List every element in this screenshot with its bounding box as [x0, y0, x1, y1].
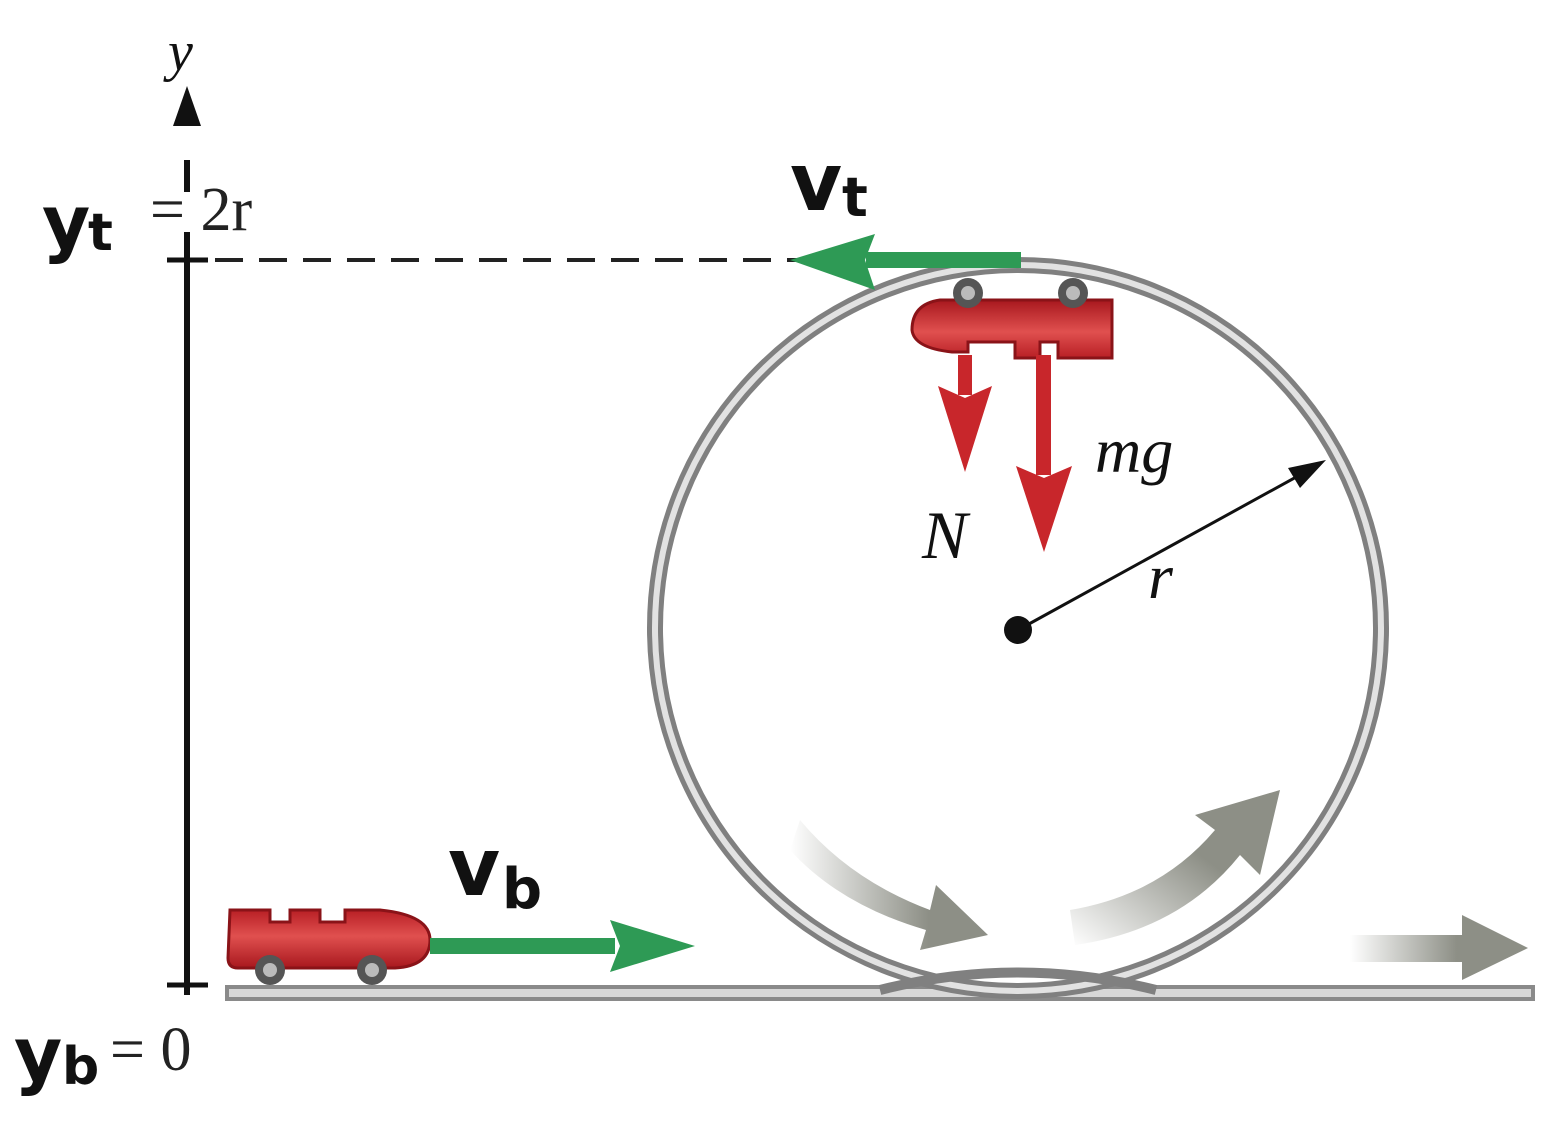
radius-arrow-icon — [1288, 460, 1326, 488]
y-bottom-sub: b — [62, 1037, 99, 1097]
bottom-car — [226, 908, 432, 985]
y-top-sub: t — [88, 203, 113, 263]
v-top-sub: t — [842, 166, 868, 229]
v-top-label: v t — [790, 136, 868, 229]
radius-label: r — [1148, 541, 1174, 612]
ground-track — [225, 985, 1535, 1001]
y-top-label: y t = 2r — [42, 176, 252, 266]
wheel-icon — [255, 955, 285, 985]
velocity-top-arrow — [790, 234, 1021, 290]
y-bottom-value: = 0 — [110, 1016, 191, 1084]
radius — [1004, 460, 1326, 644]
velocity-bottom-arrow-icon — [610, 920, 695, 972]
motion-arrow-icon — [1070, 790, 1280, 945]
wheel-icon — [357, 955, 387, 985]
y-axis-label: y — [163, 21, 193, 83]
weight-force-arrow-icon — [1016, 466, 1072, 552]
normal-force-arrow — [938, 355, 992, 472]
motion-arrow-icon — [790, 820, 988, 950]
wheel-icon — [1058, 278, 1088, 308]
motion-arrow-icon — [1350, 915, 1528, 980]
y-bottom-name: y — [14, 1012, 62, 1098]
y-axis-arrow-icon — [173, 86, 201, 126]
y-top-value: = 2r — [150, 176, 252, 244]
v-bottom-name: v — [448, 821, 500, 914]
weight-force-arrow — [1016, 355, 1072, 552]
motion-arrows — [790, 790, 1528, 980]
y-bottom-label: y b = 0 — [14, 1012, 191, 1098]
center-point — [1004, 616, 1032, 644]
y-axis — [167, 86, 208, 995]
v-bottom-sub: b — [502, 857, 542, 922]
normal-force-label: N — [921, 497, 971, 573]
y-top-name: y — [42, 180, 90, 266]
velocity-bottom-arrow — [430, 920, 695, 972]
normal-force-arrow-icon — [938, 386, 992, 472]
weight-label: mg — [1095, 415, 1173, 486]
v-top-name: v — [790, 136, 842, 229]
v-bottom-label: v b — [448, 821, 542, 922]
top-car — [910, 278, 1114, 360]
wheel-icon — [953, 278, 983, 308]
velocity-top-arrow-icon — [790, 234, 875, 290]
